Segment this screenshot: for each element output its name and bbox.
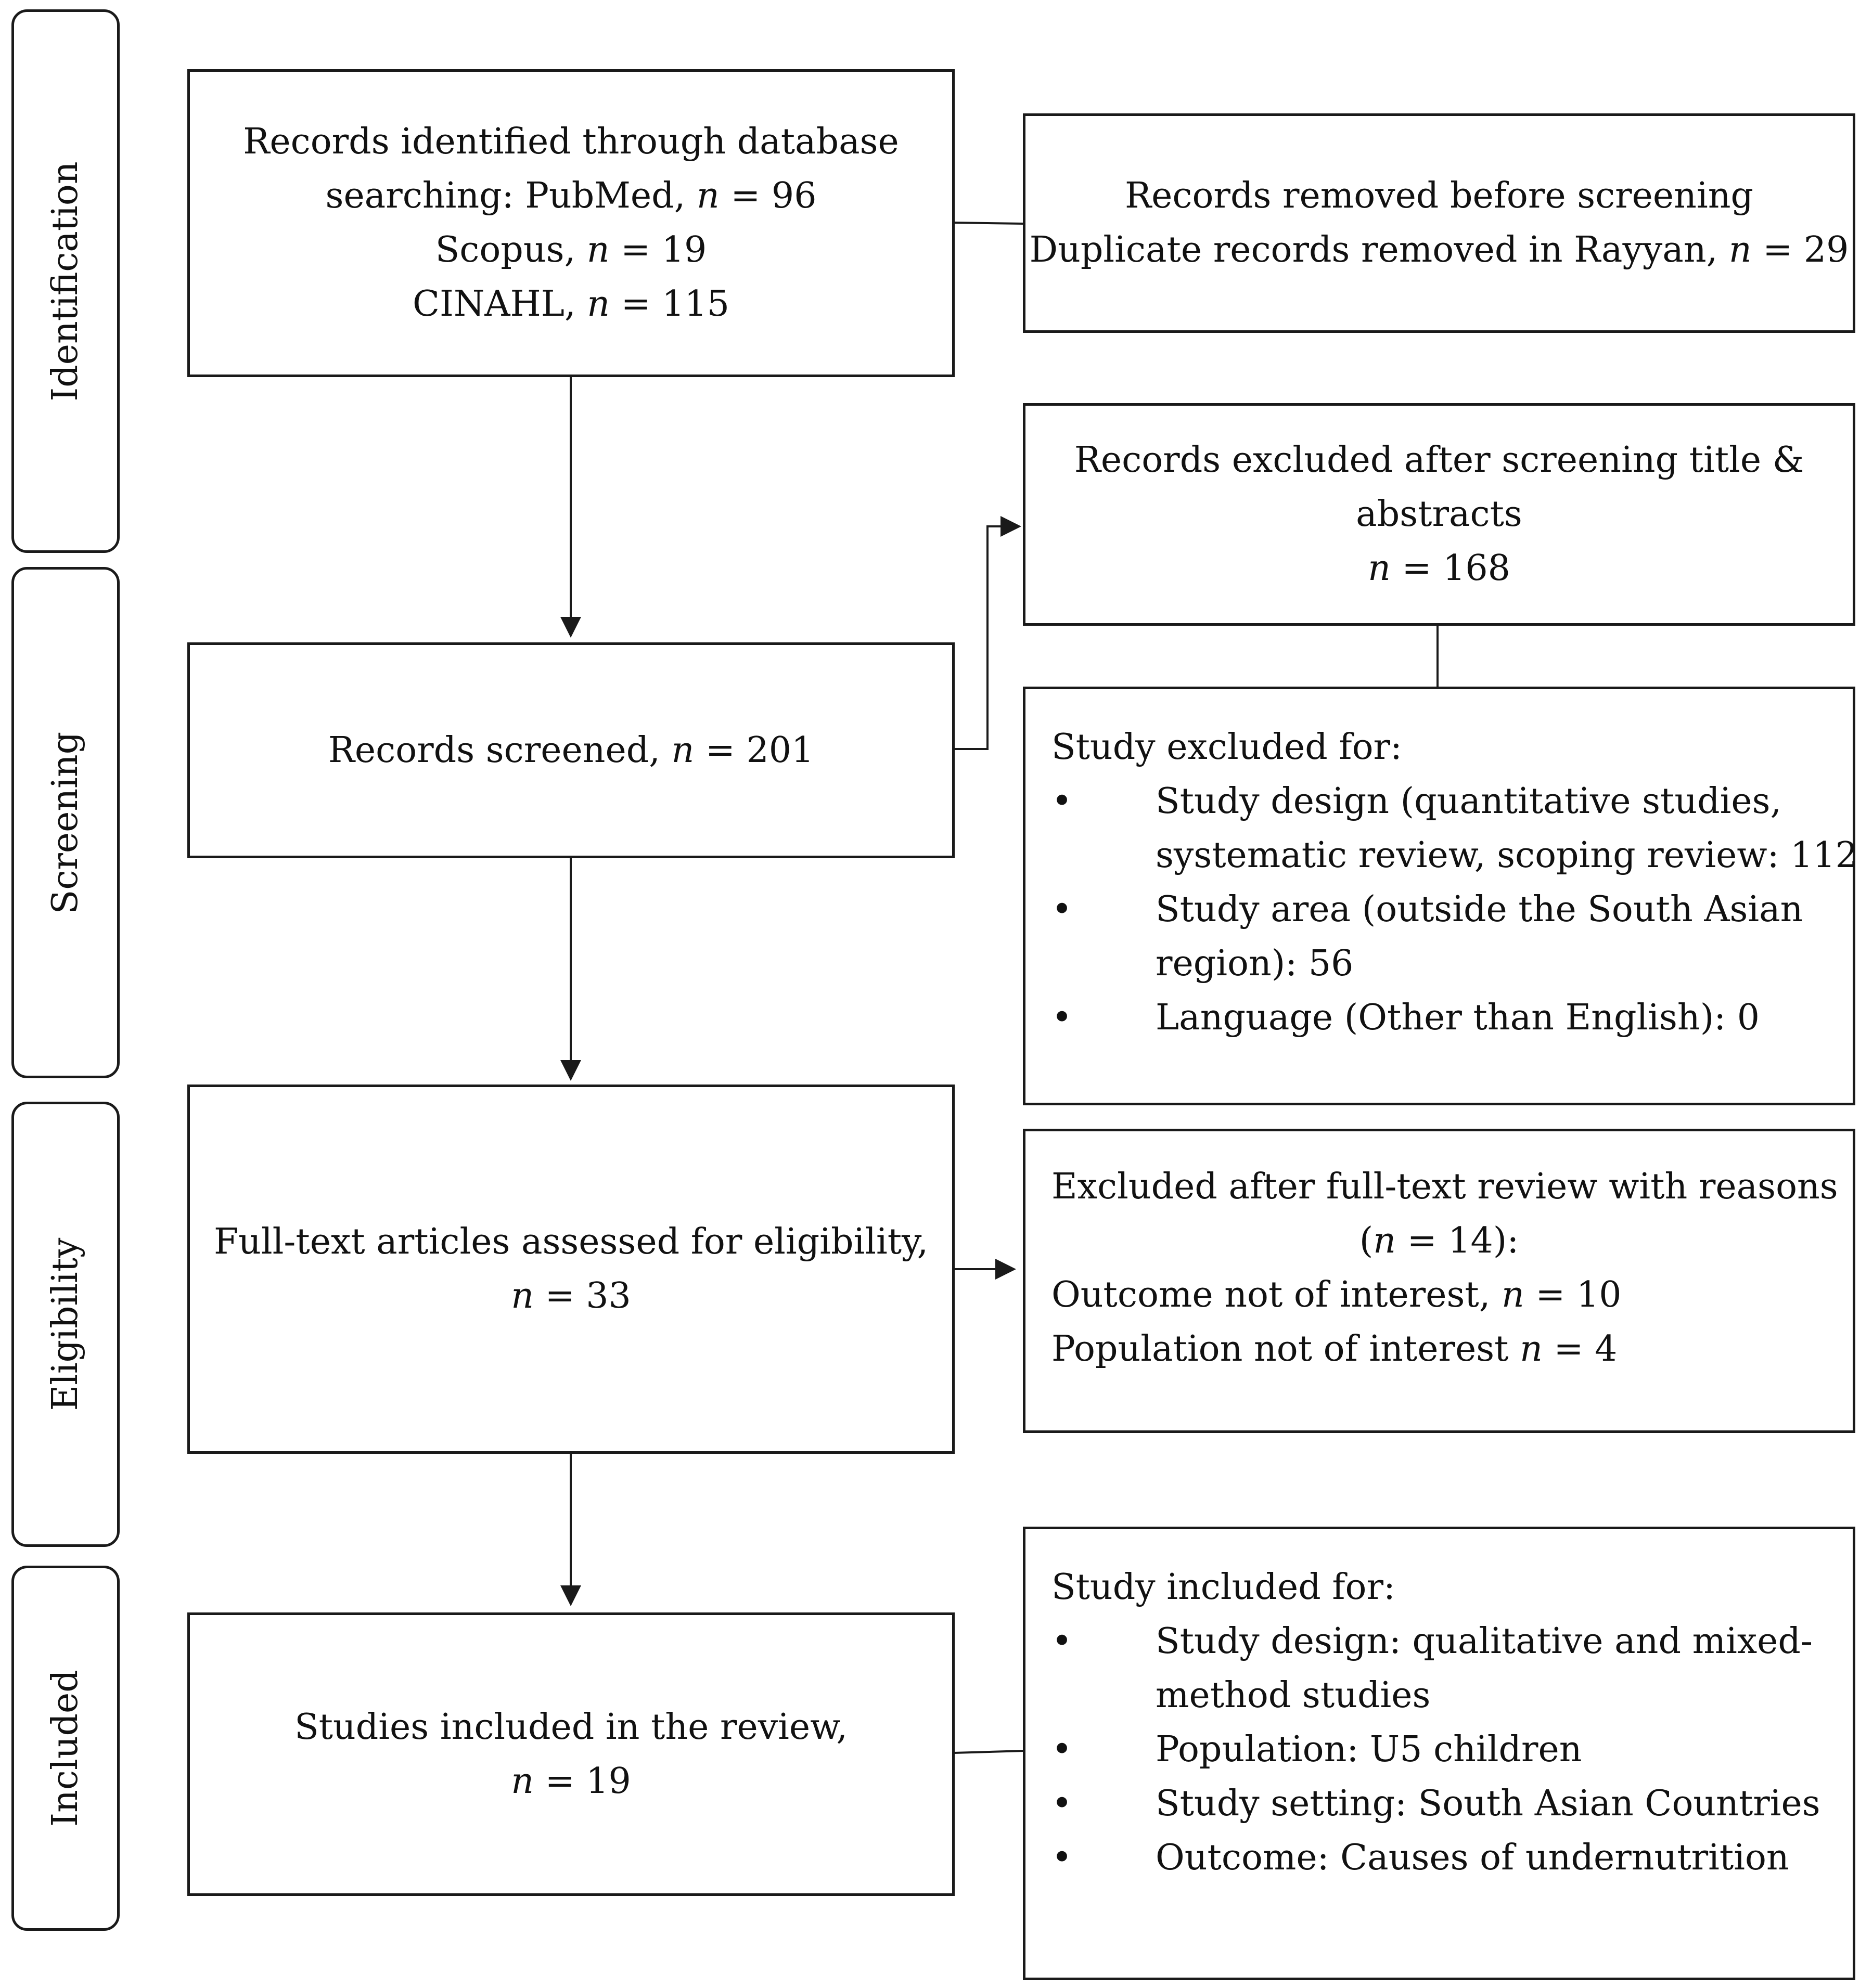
included-box: Studies included in the review, n = 19 [187, 1612, 955, 1896]
bullet-marker: • [1051, 781, 1073, 822]
excluded-ft-line2: (n = 14): [1359, 1220, 1519, 1261]
excluded-ft-line1: Excluded after full-text review with rea… [1051, 1166, 1838, 1207]
connector-identified-removed [953, 222, 1024, 225]
included-reason-2: • Population: U5 children [1051, 1723, 1853, 1777]
excluded-reason-3: • Language (Other than English): 0 [1051, 991, 1853, 1045]
excluded-reason-2-line1: Study area (outside the South Asian [1156, 889, 1803, 930]
phase-identification-label: Identification [45, 161, 86, 402]
phase-screening: Screening [11, 567, 120, 1078]
identified-box: Records identified through database sear… [187, 69, 955, 377]
arrow-screened-excluded [954, 516, 1021, 750]
excluded-ta-line1: Records excluded after screening title & [1074, 440, 1804, 481]
excluded-ta-line2: abstracts [1356, 494, 1522, 535]
phase-identification: Identification [11, 9, 120, 553]
fulltext-line1: Full-text articles assessed for eligibil… [213, 1221, 929, 1262]
fulltext-line2: n = 33 [511, 1275, 631, 1316]
phase-eligibility: Eligibility [11, 1102, 120, 1547]
included-reason-2-line1: Population: U5 children [1156, 1729, 1582, 1770]
bullet-marker: • [1051, 1783, 1073, 1824]
bullet-marker: • [1051, 1837, 1073, 1878]
screened-box: Records screened, n = 201 [187, 642, 955, 858]
included-reason-3: • Study setting: South Asian Countries [1051, 1777, 1853, 1831]
excluded-reason-1-line2: systematic review, scoping review: 112 [1156, 835, 1858, 876]
included-reason-1-line2: method studies [1156, 1675, 1431, 1716]
removed-line1: Records removed before screening [1124, 175, 1754, 216]
identified-line4: CINAHL, n = 115 [413, 283, 729, 325]
included-reasons-heading: Study included for: [1051, 1567, 1395, 1608]
excluded-ta-box: Records excluded after screening title &… [1023, 403, 1855, 626]
excluded-reason-1-line1: Study design (quantitative studies, [1156, 781, 1782, 822]
identified-line3: Scopus, n = 19 [435, 229, 707, 270]
excluded-reason-1: • Study design (quantitative studies, sy… [1051, 774, 1858, 883]
excluded-reason-2-line2: region): 56 [1156, 943, 1354, 984]
screened-line: Records screened, n = 201 [328, 729, 814, 771]
bullet-marker: • [1051, 889, 1073, 930]
included-reason-3-line1: Study setting: South Asian Countries [1156, 1783, 1820, 1824]
included-reason-1-line1: Study design: qualitative and mixed- [1156, 1621, 1813, 1662]
excluded-reasons-heading: Study excluded for: [1051, 727, 1402, 768]
included-reasons-box: Study included for: • Study design: qual… [1023, 1527, 1855, 1980]
bullet-marker: • [1051, 1621, 1073, 1662]
removed-box: Records removed before screening Duplica… [1023, 113, 1855, 333]
excluded-reasons-box: Study excluded for: • Study design (quan… [1023, 687, 1858, 1105]
identified-line1: Records identified through database [243, 121, 899, 162]
phase-eligibility-label: Eligibility [45, 1237, 86, 1411]
excluded-reason-3-line1: Language (Other than English): 0 [1156, 997, 1760, 1038]
included-line2: n = 19 [511, 1760, 631, 1802]
fulltext-box: Full-text articles assessed for eligibil… [187, 1085, 955, 1454]
included-line1: Studies included in the review, [294, 1706, 848, 1748]
bullet-marker: • [1051, 997, 1073, 1038]
included-reason-4-line1: Outcome: Causes of undernutrition [1156, 1837, 1789, 1878]
phase-included: Included [11, 1566, 120, 1931]
included-reason-4: • Outcome: Causes of undernutrition [1051, 1831, 1853, 1885]
identified-line2: searching: PubMed, n = 96 [325, 175, 817, 216]
excluded-ft-line4: Population not of interest n = 4 [1051, 1328, 1618, 1370]
included-reason-1: • Study design: qualitative and mixed- m… [1051, 1615, 1853, 1723]
excluded-ta-line3: n = 168 [1368, 548, 1510, 589]
bullet-marker: • [1051, 1729, 1073, 1770]
excluded-ft-box: Excluded after full-text review with rea… [1023, 1129, 1855, 1433]
excluded-reason-2: • Study area (outside the South Asian re… [1051, 883, 1853, 991]
phase-screening-label: Screening [45, 731, 86, 914]
phase-included-label: Included [45, 1670, 86, 1827]
removed-line2: Duplicate records removed in Rayyan, n =… [1029, 229, 1849, 270]
connector-included-reasons [953, 1750, 1024, 1754]
excluded-ft-line3: Outcome not of interest, n = 10 [1051, 1274, 1622, 1315]
